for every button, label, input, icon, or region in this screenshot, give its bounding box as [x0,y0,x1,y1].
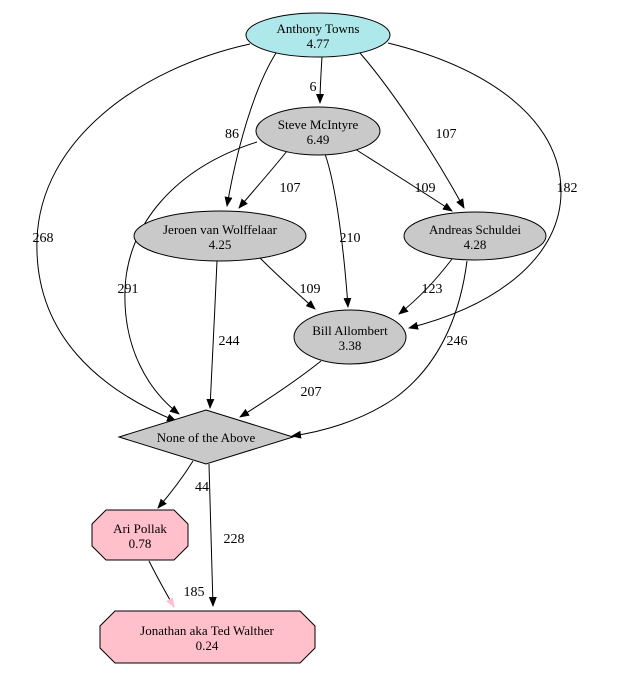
edge-jeroen-bill [259,257,316,310]
edge-label-jeroen-none: 244 [219,334,240,349]
andreas-schuldei-ellipse [403,211,547,261]
ari-pollak-score: 0.78 [129,536,152,551]
edge-anthony-steve [316,56,325,104]
jeroen-van-wolffelaar-score: 4.25 [209,237,232,252]
jeroen-van-wolffelaar-ellipse [133,210,307,262]
edge-andreas-bill [398,258,453,315]
edge-bill-none [239,360,322,418]
andreas-schuldei-name: Andreas Schuldei [429,222,521,237]
none-of-the-above-diamond [117,409,295,465]
edge-ari-jonathan [148,560,175,608]
edge-label-anthony-none: 268 [33,231,54,246]
edge-label-steve-bill: 210 [340,231,361,246]
edge-steve-andreas [354,148,453,212]
edge-label-bill-none: 207 [301,385,322,400]
node-ari-pollak: Ari Pollak 0.78 [91,509,189,561]
node-none-of-the-above: None of the Above [117,409,295,465]
bill-allombert-ellipse [293,309,407,365]
edge-label-anthony-steve: 6 [310,80,317,95]
node-steve-mcintyre: Steve McIntyre 6.49 [255,106,381,156]
edge-steve-none [124,141,258,415]
andreas-schuldei-score: 4.28 [464,237,487,252]
node-jonathan-aka-ted-walther: Jonathan aka Ted Walther 0.24 [99,610,316,664]
none-of-the-above-label: None of the Above [157,430,256,445]
ari-pollak-name: Ari Pollak [113,521,167,536]
edge-label-anthony-bill: 182 [557,181,578,196]
edge-label-anthony-andreas: 107 [436,127,457,142]
edge-label-steve-jeroen: 107 [280,181,301,196]
edge-anthony-jeroen [224,52,277,207]
node-group: Anthony Towns 4.77 Steve McIntyre 6.49 J… [91,12,547,664]
edge-label-steve-andreas: 109 [415,181,436,196]
edge-andreas-none [291,260,468,439]
jonathan-aka-ted-walther-name: Jonathan aka Ted Walther [140,623,274,638]
edge-label-anthony-jeroen: 86 [225,127,239,142]
edge-label-none-ari: 44 [195,480,209,495]
node-andreas-schuldei: Andreas Schuldei 4.28 [403,211,547,261]
edge-anthony-bill [387,42,562,330]
steve-mcintyre-score: 6.49 [307,132,330,147]
anthony-towns-score: 4.77 [307,36,330,51]
edge-label-andreas-none: 246 [447,334,468,349]
anthony-towns-name: Anthony Towns [277,21,360,36]
anthony-towns-ellipse [245,12,391,58]
edge-steve-jeroen [238,150,288,209]
edge-none-jonathan [208,463,217,607]
jeroen-van-wolffelaar-name: Jeroen van Wolffelaar [163,222,278,237]
jonathan-aka-ted-walther-octagon [99,610,316,664]
steve-mcintyre-name: Steve McIntyre [278,117,359,132]
bill-allombert-name: Bill Allombert [312,323,388,338]
node-bill-allombert: Bill Allombert 3.38 [293,309,407,365]
edge-anthony-none [36,43,251,422]
edge-none-ari [157,460,194,509]
steve-mcintyre-ellipse [255,106,381,156]
edge-group [36,42,562,608]
node-anthony-towns: Anthony Towns 4.77 [245,12,391,58]
ari-pollak-octagon [91,509,189,561]
jonathan-aka-ted-walther-score: 0.24 [196,638,219,653]
edge-label-ari-jonathan: 185 [184,585,205,600]
edge-anthony-andreas [359,52,465,209]
node-jeroen-van-wolffelaar: Jeroen van Wolffelaar 4.25 [133,210,307,262]
edge-label-andreas-bill: 123 [422,282,443,297]
bill-allombert-score: 3.38 [339,338,362,353]
edge-label-steve-none: 291 [118,282,139,297]
edge-label-group: 6 86 107 182 268 107 109 210 291 109 244… [33,80,578,600]
edge-label-jeroen-bill: 109 [300,282,321,297]
edge-label-none-jonathan: 228 [224,532,245,547]
edge-jeroen-none [206,260,218,409]
edge-steve-bill [324,153,352,308]
